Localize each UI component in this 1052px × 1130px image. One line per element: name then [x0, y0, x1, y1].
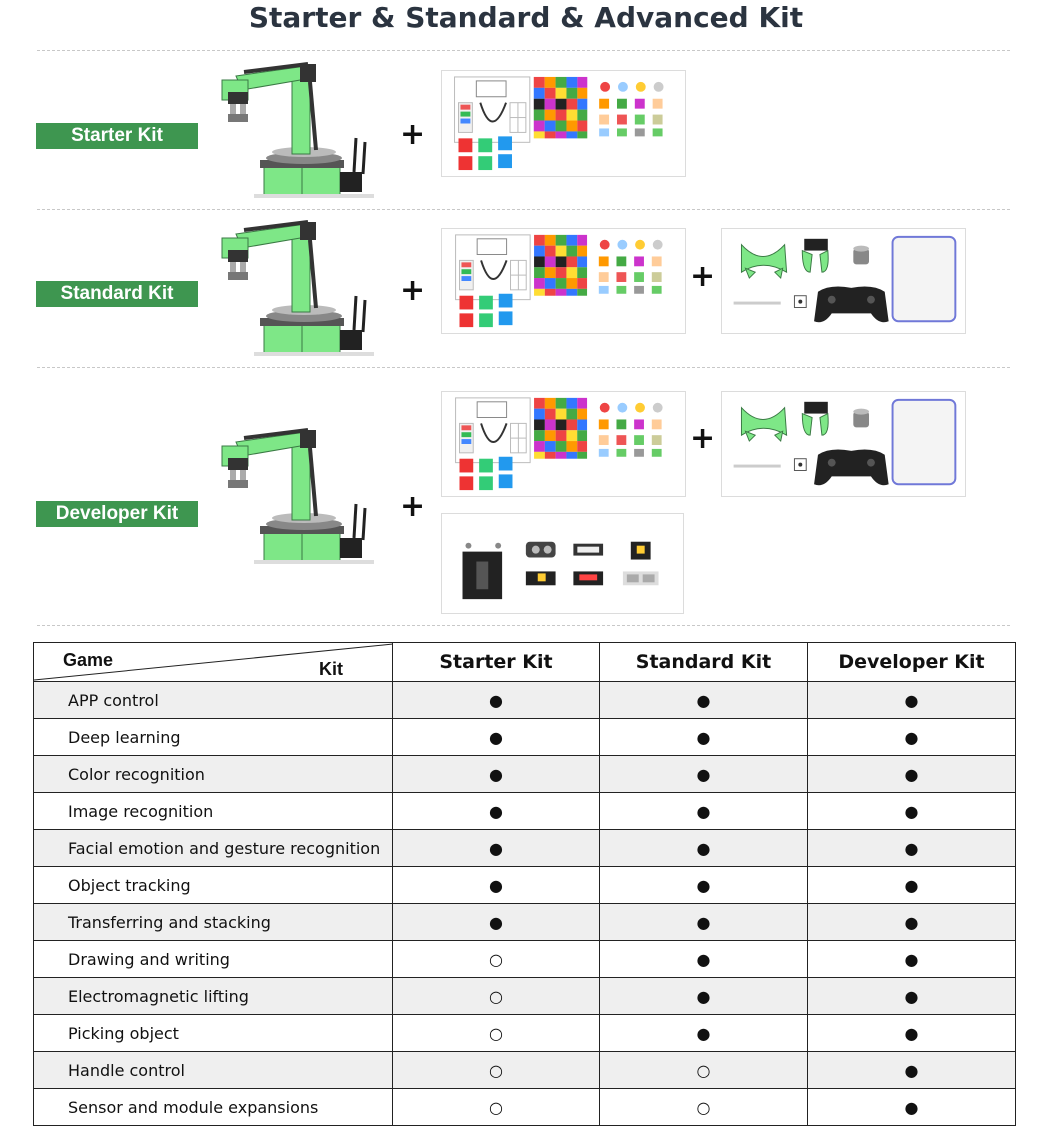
unsupported-mark: ○ [392, 1088, 600, 1126]
unsupported-mark: ○ [392, 977, 600, 1015]
supported-mark: ● [599, 681, 808, 719]
supported-mark: ● [599, 1014, 808, 1052]
divider [37, 367, 1010, 368]
cards-cubes-image [441, 70, 686, 177]
feature-name: Transferring and stacking [33, 903, 393, 941]
diagonal-line [34, 643, 393, 681]
table-row: Drawing and writing○●● [33, 940, 1016, 978]
kit-comparison-table: Game Kit Starter Kit Standard Kit Develo… [33, 642, 1016, 1126]
supported-mark: ● [807, 977, 1016, 1015]
supported-mark: ● [392, 903, 600, 941]
table-row: Image recognition●●● [33, 792, 1016, 830]
plus-icon: + [400, 117, 426, 152]
column-header: Starter Kit [392, 642, 600, 682]
feature-name: Deep learning [33, 718, 393, 756]
robot-arm-image [208, 62, 398, 202]
table-row: Deep learning●●● [33, 718, 1016, 756]
supported-mark: ● [599, 829, 808, 867]
game-header-label: Game [63, 650, 114, 670]
plus-icon: + [400, 273, 426, 308]
feature-name: Handle control [33, 1051, 393, 1089]
supported-mark: ● [807, 866, 1016, 904]
feature-name: Electromagnetic lifting [33, 977, 393, 1015]
supported-mark: ● [807, 718, 1016, 756]
divider [37, 625, 1010, 626]
robot-arm-image [208, 220, 398, 360]
plus-icon: + [690, 421, 716, 456]
standard-kit-label: Standard Kit [36, 281, 198, 307]
unsupported-mark: ○ [599, 1088, 808, 1126]
column-header: Developer Kit [807, 642, 1016, 682]
page-title: Starter & Standard & Advanced Kit [248, 1, 804, 34]
supported-mark: ● [807, 1051, 1016, 1089]
supported-mark: ● [807, 681, 1016, 719]
supported-mark: ● [807, 755, 1016, 793]
supported-mark: ● [599, 903, 808, 941]
table-row: Sensor and module expansions○○● [33, 1088, 1016, 1126]
column-header: Standard Kit [599, 642, 808, 682]
starter-kit-label: Starter Kit [36, 123, 198, 149]
supported-mark: ● [599, 866, 808, 904]
table-row: Color recognition●●● [33, 755, 1016, 793]
supported-mark: ● [392, 829, 600, 867]
unsupported-mark: ○ [599, 1051, 808, 1089]
table-row: Object tracking●●● [33, 866, 1016, 904]
cards-cubes-image [441, 391, 686, 497]
supported-mark: ● [807, 940, 1016, 978]
unsupported-mark: ○ [392, 940, 600, 978]
sensor-modules-image [441, 513, 684, 614]
table-row: Electromagnetic lifting○●● [33, 977, 1016, 1015]
feature-name: Object tracking [33, 866, 393, 904]
supported-mark: ● [599, 718, 808, 756]
table-row: Facial emotion and gesture recognition●●… [33, 829, 1016, 867]
table-header-row: Game Kit Starter Kit Standard Kit Develo… [33, 642, 1016, 682]
accessories-image [721, 228, 966, 334]
supported-mark: ● [599, 792, 808, 830]
table-row: Picking object○●● [33, 1014, 1016, 1052]
unsupported-mark: ○ [392, 1051, 600, 1089]
supported-mark: ● [392, 866, 600, 904]
supported-mark: ● [599, 977, 808, 1015]
diagonal-header-cell: Game Kit [33, 642, 393, 682]
kit-header-label: Kit [319, 659, 343, 679]
feature-name: APP control [33, 681, 393, 719]
feature-name: Color recognition [33, 755, 393, 793]
table-row: Handle control○○● [33, 1051, 1016, 1089]
supported-mark: ● [807, 903, 1016, 941]
developer-kit-label: Developer Kit [36, 501, 198, 527]
unsupported-mark: ○ [392, 1014, 600, 1052]
feature-name: Facial emotion and gesture recognition [33, 829, 393, 867]
robot-arm-image [208, 428, 398, 568]
feature-name: Sensor and module expansions [33, 1088, 393, 1126]
feature-name: Drawing and writing [33, 940, 393, 978]
feature-name: Image recognition [33, 792, 393, 830]
supported-mark: ● [807, 792, 1016, 830]
table-row: APP control●●● [33, 681, 1016, 719]
feature-name: Picking object [33, 1014, 393, 1052]
cards-cubes-image [441, 228, 686, 334]
divider [37, 50, 1010, 51]
supported-mark: ● [599, 940, 808, 978]
supported-mark: ● [392, 681, 600, 719]
supported-mark: ● [392, 755, 600, 793]
supported-mark: ● [599, 755, 808, 793]
plus-icon: + [400, 489, 426, 524]
divider [37, 209, 1010, 210]
table-row: Transferring and stacking●●● [33, 903, 1016, 941]
supported-mark: ● [807, 829, 1016, 867]
supported-mark: ● [807, 1088, 1016, 1126]
supported-mark: ● [392, 792, 600, 830]
plus-icon: + [690, 259, 716, 294]
accessories-image [721, 391, 966, 497]
supported-mark: ● [392, 718, 600, 756]
supported-mark: ● [807, 1014, 1016, 1052]
